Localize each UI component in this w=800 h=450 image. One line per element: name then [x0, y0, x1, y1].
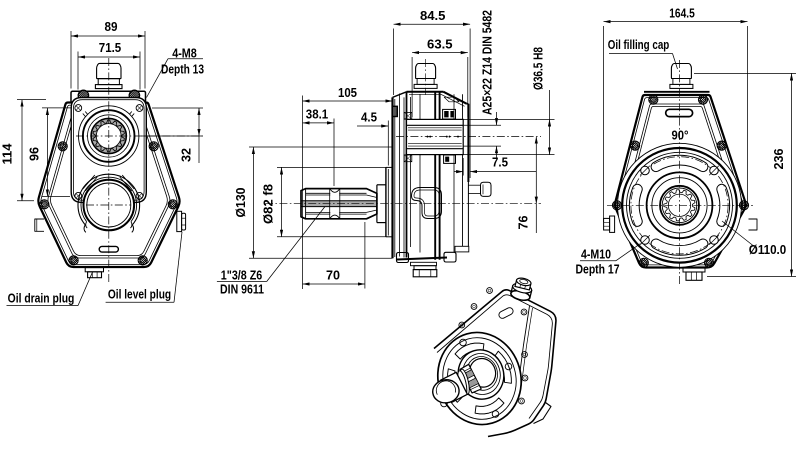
- svg-text:4-M10: 4-M10: [581, 246, 611, 261]
- svg-text:164.5: 164.5: [669, 5, 695, 20]
- svg-text:89: 89: [105, 19, 118, 34]
- svg-text:32: 32: [179, 148, 194, 162]
- svg-text:71.5: 71.5: [99, 40, 121, 55]
- svg-text:70: 70: [326, 268, 340, 283]
- svg-text:84.5: 84.5: [420, 8, 446, 23]
- svg-text:A25×22 Z14 DIN 5482: A25×22 Z14 DIN 5482: [480, 10, 495, 115]
- svg-text:Depth 17: Depth 17: [576, 261, 620, 276]
- svg-text:63.5: 63.5: [427, 36, 453, 51]
- svg-text:38.1: 38.1: [306, 106, 328, 121]
- svg-text:4-M8: 4-M8: [172, 46, 197, 61]
- svg-text:Ø36.5 H8: Ø36.5 H8: [531, 47, 546, 90]
- svg-text:Ø130: Ø130: [233, 188, 248, 218]
- svg-text:Ø110.0: Ø110.0: [749, 242, 786, 257]
- svg-text:Ø82 f8: Ø82 f8: [261, 184, 276, 224]
- svg-text:90°: 90°: [672, 128, 689, 143]
- svg-text:7.5: 7.5: [492, 155, 508, 170]
- svg-text:96: 96: [27, 147, 42, 161]
- svg-text:DIN 9611: DIN 9611: [220, 281, 264, 296]
- svg-text:4.5: 4.5: [361, 109, 377, 124]
- svg-text:Oil filling cap: Oil filling cap: [608, 37, 670, 52]
- svg-text:1"3/8 Z6: 1"3/8 Z6: [221, 267, 262, 282]
- svg-text:236: 236: [771, 149, 786, 170]
- svg-text:Oil drain plug: Oil drain plug: [8, 291, 75, 306]
- svg-text:114: 114: [0, 143, 15, 165]
- svg-text:Oil level plug: Oil level plug: [108, 287, 171, 302]
- svg-text:105: 105: [338, 85, 357, 100]
- svg-text:Depth 13: Depth 13: [161, 62, 204, 77]
- svg-text:76: 76: [516, 216, 531, 230]
